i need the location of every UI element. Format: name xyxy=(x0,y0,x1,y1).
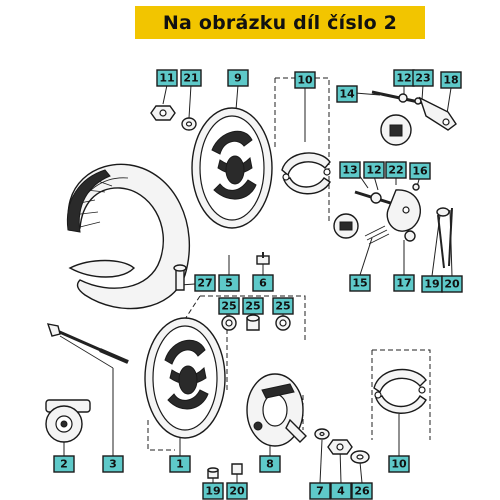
callout-4-text: 4 xyxy=(337,485,345,498)
callout-9-text: 9 xyxy=(234,72,242,85)
callout-12-top-text: 12 xyxy=(396,72,411,85)
callout-26-text: 26 xyxy=(354,485,370,498)
callout-19-right-text: 19 xyxy=(424,278,439,291)
brake-cam-assembly-upper xyxy=(371,90,457,146)
callout-7-text: 7 xyxy=(316,485,324,498)
callout-4: 4 xyxy=(330,482,352,500)
callout-16: 16 xyxy=(409,162,431,180)
callout-17-text: 17 xyxy=(396,277,411,290)
callout-2: 2 xyxy=(53,455,75,473)
callout-18-text: 18 xyxy=(443,74,458,87)
callout-8-text: 8 xyxy=(266,458,274,471)
speedo-drive-drawing xyxy=(45,399,91,443)
lower-brake-shoes xyxy=(373,368,427,414)
callout-25-a: 25 xyxy=(218,297,240,315)
callout-17: 17 xyxy=(393,274,415,292)
callout-12-top: 12 xyxy=(393,69,415,87)
callout-10-bottom: 10 xyxy=(388,455,410,473)
nut-and-washer-top xyxy=(150,105,197,131)
callout-6: 6 xyxy=(252,274,274,292)
callout-7: 7 xyxy=(309,482,331,500)
callout-15-text: 15 xyxy=(352,277,367,290)
callout-18: 18 xyxy=(440,71,462,89)
upper-brake-shoes xyxy=(281,152,331,195)
callout-labels: 11 21 9 10 12 23 18 14 13 12 22 16 27 5 … xyxy=(53,69,463,500)
tire-drawing xyxy=(66,163,190,310)
callout-1: 1 xyxy=(169,455,191,473)
callout-23: 23 xyxy=(412,69,434,87)
callout-5-text: 5 xyxy=(225,277,233,290)
callout-14-text: 14 xyxy=(339,88,355,101)
callout-27-text: 27 xyxy=(197,277,212,290)
callout-10-top-text: 10 xyxy=(297,74,313,87)
callout-12-mid: 12 xyxy=(363,161,385,179)
callout-25-c-text: 25 xyxy=(245,300,260,313)
callout-3-text: 3 xyxy=(109,458,117,471)
callout-11: 11 xyxy=(156,69,178,87)
callout-19-right: 19 xyxy=(421,275,443,293)
callout-22-text: 22 xyxy=(388,164,403,177)
callout-11-text: 11 xyxy=(159,72,174,85)
callout-2-text: 2 xyxy=(60,458,68,471)
upper-wheel-rim xyxy=(191,107,273,229)
callout-21-text: 21 xyxy=(183,72,198,85)
lower-wheel-rim xyxy=(144,317,226,439)
callout-20-right: 20 xyxy=(441,275,463,293)
callout-22: 22 xyxy=(385,161,407,179)
callout-9: 9 xyxy=(227,69,249,87)
title-banner: Na obrázku díl číslo 2 xyxy=(135,6,425,39)
callout-20-bottom: 20 xyxy=(226,482,248,500)
callout-25-b-text: 25 xyxy=(275,300,290,313)
title-text: Na obrázku díl číslo 2 xyxy=(162,11,398,34)
callout-20-right-text: 20 xyxy=(444,278,460,291)
callout-19-bottom: 19 xyxy=(202,482,224,500)
callout-15: 15 xyxy=(349,274,371,292)
callout-8: 8 xyxy=(259,455,281,473)
bearings-and-spacer xyxy=(221,314,291,331)
callout-26: 26 xyxy=(351,482,373,500)
callout-25-b: 25 xyxy=(272,297,294,315)
callout-10-top: 10 xyxy=(294,71,316,89)
axle-drawing xyxy=(46,323,129,364)
callout-3: 3 xyxy=(102,455,124,473)
callout-27: 27 xyxy=(194,274,216,292)
callout-16-text: 16 xyxy=(412,165,428,178)
callout-21: 21 xyxy=(180,69,202,87)
callout-25-a-text: 25 xyxy=(221,300,236,313)
callout-13-text: 13 xyxy=(342,164,357,177)
callout-19-bottom-text: 19 xyxy=(205,485,220,498)
valve-and-small-parts xyxy=(173,252,270,291)
callout-25-c: 25 xyxy=(242,297,264,315)
callout-12-mid-text: 12 xyxy=(366,164,381,177)
callout-23-text: 23 xyxy=(415,72,430,85)
callout-5: 5 xyxy=(218,274,240,292)
callout-14: 14 xyxy=(336,85,358,103)
callout-6-text: 6 xyxy=(259,277,267,290)
callout-20-bottom-text: 20 xyxy=(229,485,245,498)
callout-10-bottom-text: 10 xyxy=(391,458,407,471)
callout-13: 13 xyxy=(339,161,361,179)
bottom-hardware xyxy=(207,428,370,479)
brake-plate-drawing xyxy=(246,373,307,447)
callout-1-text: 1 xyxy=(176,458,184,471)
brake-cam-assembly-lower xyxy=(333,183,453,269)
